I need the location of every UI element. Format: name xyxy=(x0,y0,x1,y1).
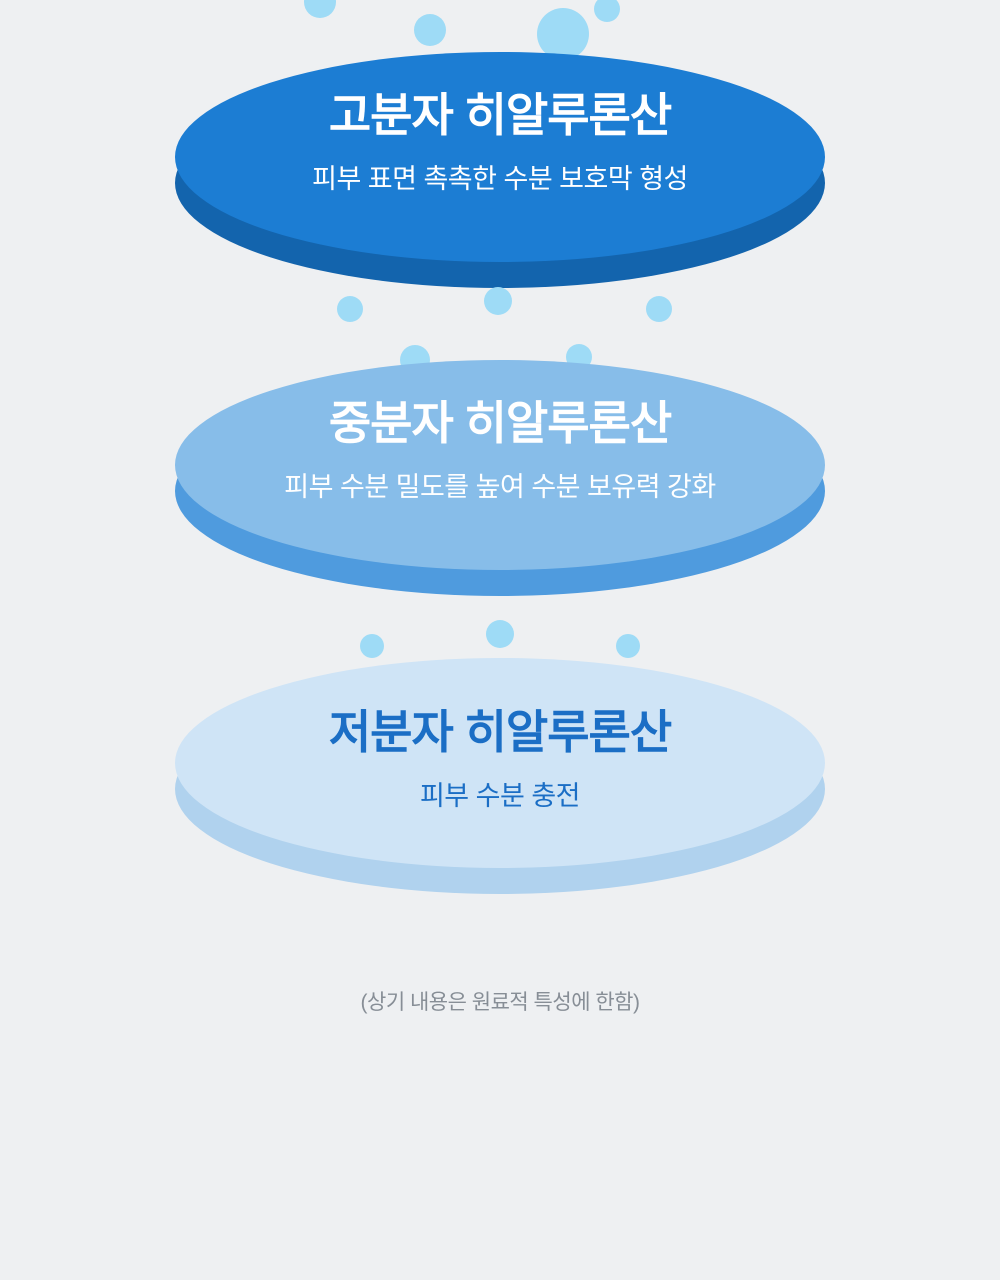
disc-face: 중분자 히알루론산 피부 수분 밀도를 높여 수분 보유력 강화 xyxy=(175,360,825,570)
disc-face: 고분자 히알루론산 피부 표면 촉촉한 수분 보호막 형성 xyxy=(175,52,825,262)
layer-subtitle: 피부 수분 충전 xyxy=(419,780,581,811)
water-droplet-icon xyxy=(304,0,336,18)
water-droplet-icon xyxy=(414,14,446,46)
disc-face: 저분자 히알루론산 피부 수분 충전 xyxy=(175,658,825,868)
water-droplet-icon xyxy=(486,620,514,648)
layer-subtitle: 피부 수분 밀도를 높여 수분 보유력 강화 xyxy=(284,471,716,502)
layer-disc-low-molecular: 저분자 히알루론산 피부 수분 충전 xyxy=(175,658,825,898)
layer-subtitle: 피부 표면 촉촉한 수분 보호막 형성 xyxy=(312,163,688,194)
water-droplet-icon xyxy=(337,296,363,322)
water-droplet-icon xyxy=(360,634,384,658)
water-droplet-icon xyxy=(594,0,620,22)
water-droplet-icon xyxy=(646,296,672,322)
layer-title: 저분자 히알루론산 xyxy=(328,706,672,759)
water-droplet-icon xyxy=(537,8,589,60)
water-droplet-icon xyxy=(616,634,640,658)
layer-title: 중분자 히알루론산 xyxy=(328,397,672,450)
disclaimer-caption: (상기 내용은 원료적 특성에 한함) xyxy=(360,991,640,1014)
layer-disc-medium-molecular: 중분자 히알루론산 피부 수분 밀도를 높여 수분 보유력 강화 xyxy=(175,360,825,600)
layer-title: 고분자 히알루론산 xyxy=(328,89,672,142)
water-droplet-icon xyxy=(484,287,512,315)
layer-disc-high-molecular: 고분자 히알루론산 피부 표면 촉촉한 수분 보호막 형성 xyxy=(175,52,825,292)
